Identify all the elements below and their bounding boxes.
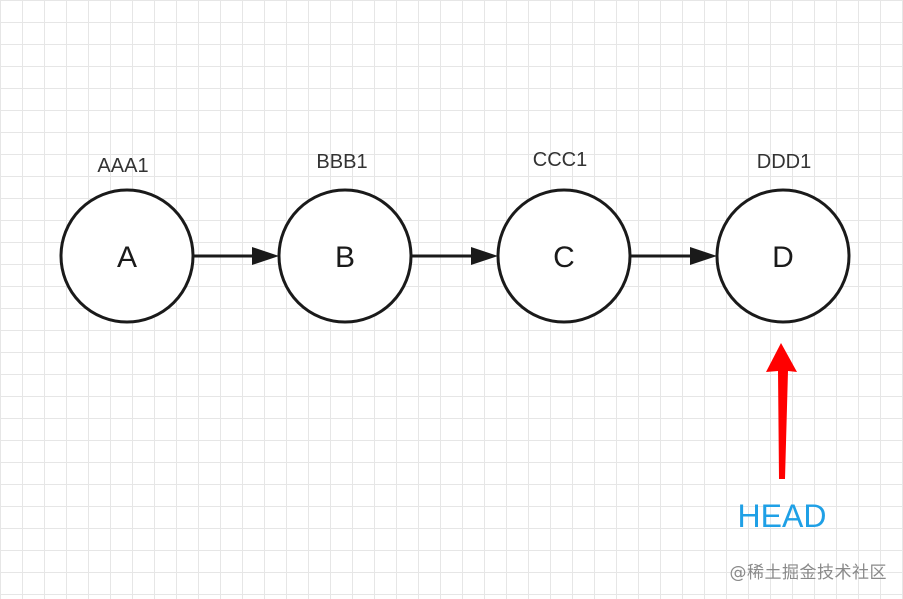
- commit-circle: [277, 188, 413, 324]
- head-pointer-arrow: [766, 343, 797, 479]
- commit-hash-label: BBB1: [316, 151, 367, 173]
- commit-link-a-b: [193, 247, 279, 265]
- commit-circle: [715, 188, 851, 324]
- commit-node-a[interactable]: AAA1 A: [59, 155, 195, 324]
- commit-node-d[interactable]: DDD1 D: [715, 151, 851, 324]
- commit-node-b[interactable]: BBB1 B: [277, 151, 413, 324]
- commit-hash-label: DDD1: [757, 151, 811, 173]
- commit-circle: [496, 188, 632, 324]
- commit-letter: A: [117, 241, 137, 274]
- commit-circle: [59, 188, 195, 324]
- commit-link-b-c: [412, 247, 498, 265]
- commit-node-c[interactable]: CCC1 C: [496, 149, 632, 324]
- commit-letter: C: [553, 241, 575, 274]
- commit-letter: D: [772, 241, 794, 274]
- watermark-text: @稀土掘金技术社区: [729, 563, 887, 583]
- commit-hash-label: CCC1: [533, 149, 587, 171]
- commit-letter: B: [335, 241, 355, 274]
- commit-link-c-d: [631, 247, 717, 265]
- commit-hash-label: AAA1: [97, 155, 148, 177]
- head-label: HEAD: [738, 498, 827, 534]
